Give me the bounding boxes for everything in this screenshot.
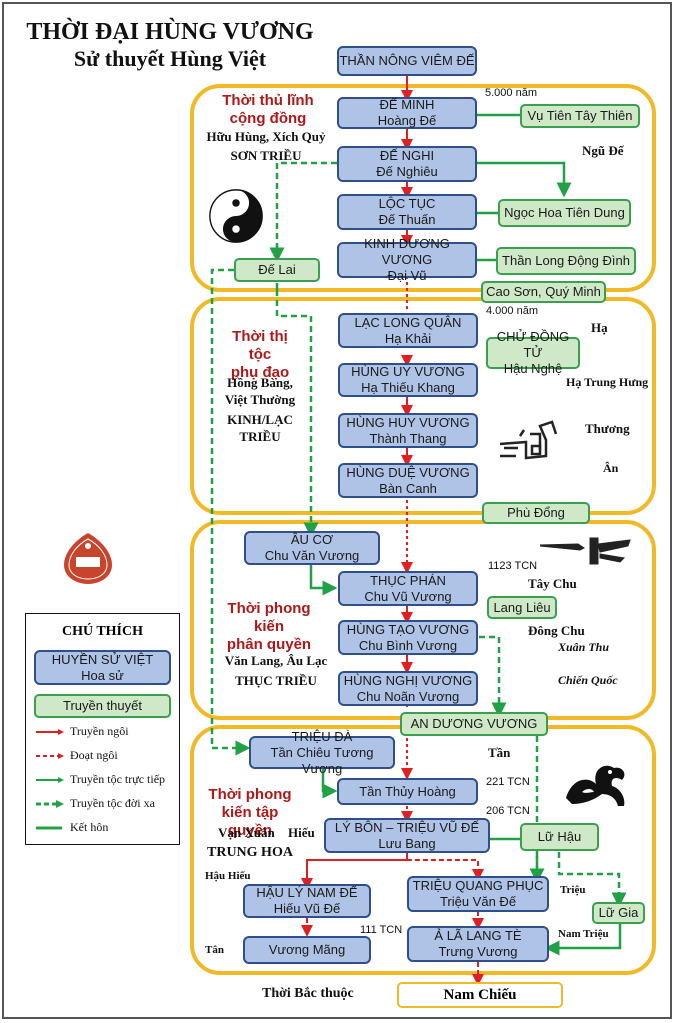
footer-label: Thời Bắc thuộc <box>262 986 354 1001</box>
era-4-subtitle: Vạn Xuân <box>218 825 275 840</box>
title-line2: Sử thuyết Hùng Việt <box>73 46 267 71</box>
legend-node-lang-lieu[interactable]: Lang Liêu <box>487 596 557 619</box>
legend-node-de-lai[interactable]: Đế Lai <box>234 258 320 282</box>
node-nam-chieu[interactable]: Nam Chiếu <box>397 982 563 1008</box>
time-label: 4.000 năm <box>486 305 538 317</box>
legend-node-ngoc-hoa[interactable]: Ngọc Hoa Tiên Dung <box>498 199 631 227</box>
legend-node-phu-dong[interactable]: Phù Đổng <box>482 502 590 524</box>
legend-item: Kết hôn <box>70 820 109 834</box>
bronze-tiger-art <box>566 765 625 806</box>
legend-item: Truyền ngôi <box>70 724 129 738</box>
chinese-period-label: Chiến Quốc <box>558 673 618 687</box>
side-label-hau-hieu: Hậu Hiếu <box>205 870 251 882</box>
era-frame-1 <box>190 84 656 292</box>
legend-line-samples <box>36 729 64 830</box>
chinese-period-label: Hạ Trung Hưng <box>566 375 649 389</box>
legend-myth-box: Truyền thuyết <box>34 694 171 718</box>
side-label-nam-trieu: Nam Triệu <box>558 928 609 940</box>
side-label-tan-left: Tân <box>205 944 224 956</box>
node-than-nong[interactable]: THẦN NÔNG VIÊM ĐẾ <box>337 46 477 76</box>
yin-yang-icon <box>209 189 263 243</box>
time-label: 111 TCN <box>360 924 403 936</box>
side-label-tan: Tần <box>488 745 511 760</box>
chinese-period-label: Ngũ Đế <box>582 143 624 158</box>
side-label-trieu: Triệu <box>560 884 586 896</box>
legend-node-an-duong-vuong[interactable]: AN DƯƠNG VƯƠNG <box>400 712 548 736</box>
era-frame-2 <box>190 297 656 515</box>
legend-item: Truyền tộc trực tiếp <box>70 772 166 786</box>
legend-node-lu-hau[interactable]: Lữ Hậu <box>520 823 599 851</box>
chinese-period-label: Tây Chu <box>528 576 577 591</box>
time-label: 221 TCN <box>486 776 530 788</box>
legend-node-lu-gia[interactable]: Lữ Gia <box>592 902 645 924</box>
legend-item: Đoạt ngôi <box>70 748 118 762</box>
chinese-period-label: Ân <box>603 461 619 475</box>
node-label: THẦN NÔNG VIÊM ĐẾ <box>339 53 475 68</box>
era-4-subtitle-2: TRUNG HOA <box>207 845 293 860</box>
chinese-period-label: Hạ <box>591 320 608 335</box>
legend-node-vu-tien[interactable]: Vụ Tiên Tây Thiên <box>520 104 640 128</box>
den-mieu-viet-badge <box>64 533 112 584</box>
era-4-hieu-label: Hiếu <box>288 825 315 840</box>
time-label: 206 TCN <box>486 805 530 817</box>
chinese-period-label: Thương <box>585 421 630 436</box>
node-vuong-mang[interactable]: Vương Mãng <box>243 936 371 964</box>
bronze-dragon-art <box>499 420 558 460</box>
legend-node-cao-son[interactable]: Cao Sơn, Quý Minh <box>481 281 606 303</box>
bronze-bird-art <box>540 537 631 565</box>
page-title: THỜI ĐẠI HÙNG VƯƠNG Sử thuyết Hùng Việt <box>20 18 320 72</box>
time-label: 5.000 năm <box>485 87 537 99</box>
time-label: 1123 TCN <box>488 560 538 572</box>
node-tan-thuy-hoang[interactable]: Tần Thủy Hoàng <box>337 778 478 805</box>
legend-node-than-long[interactable]: Thần Long Động Đình <box>496 247 636 275</box>
legend-item: Truyền tộc đời xa <box>70 796 155 810</box>
legend-title: CHÚ THÍCH <box>61 624 144 639</box>
title-line1: THỜI ĐẠI HÙNG VƯƠNG <box>26 19 314 45</box>
chinese-period-label: Đông Chu <box>528 623 585 638</box>
chinese-period-label: Xuân Thu <box>558 640 610 654</box>
